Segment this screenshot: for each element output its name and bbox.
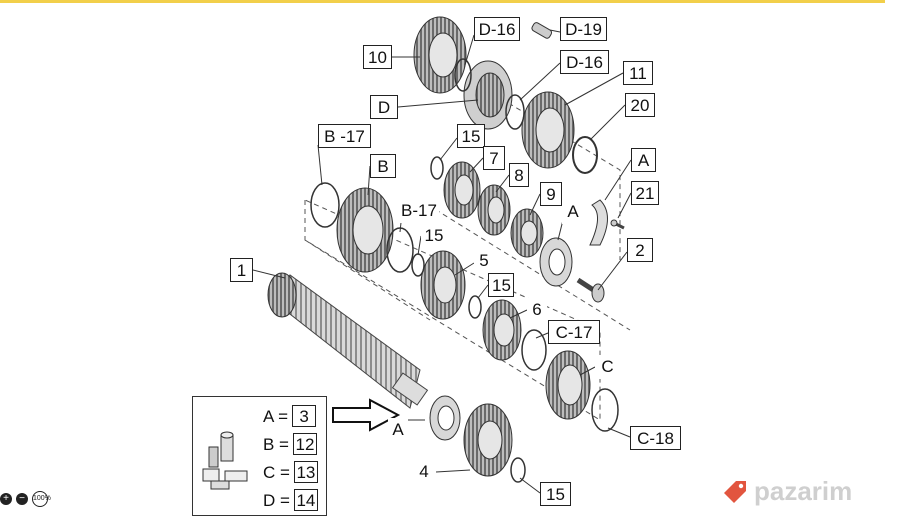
snap-ring-15-a [430, 156, 444, 180]
callout-7: 7 [483, 146, 505, 170]
callout-15-a: 15 [457, 124, 485, 148]
callout-d16-b: D-16 [560, 50, 609, 74]
pazarim-watermark: pazarim [722, 476, 852, 507]
snap-ring-d16-a [454, 58, 472, 92]
callout-8: 8 [509, 163, 529, 187]
gear-8 [477, 184, 511, 236]
zoom-reset-button[interactable]: 100% [32, 491, 51, 507]
synchro-d [463, 60, 513, 130]
legend-box: A =3 B =12 C =13 D =14 [192, 396, 327, 516]
ring-c17 [521, 329, 547, 371]
bolt-2 [576, 277, 605, 303]
callout-20: 20 [625, 93, 655, 117]
main-shaft [267, 272, 429, 409]
callout-4: 4 [412, 460, 436, 484]
callout-15-b: 15 [421, 224, 447, 248]
top-rule [0, 0, 885, 3]
snap-ring-d16-b [505, 94, 525, 130]
callout-15-c: 15 [488, 273, 514, 297]
bearing-a-mid [539, 237, 573, 287]
gear-4 [463, 403, 513, 477]
gear-6 [482, 299, 522, 361]
ring-c18 [591, 388, 619, 432]
snap-ring-15-c [468, 295, 482, 319]
legend-row-d: D =14 [263, 489, 318, 511]
bearing-a-low [429, 395, 461, 441]
callout-a-1: A [631, 148, 656, 172]
callout-21: 21 [631, 181, 659, 205]
legend-row-b: B =12 [263, 433, 317, 455]
watermark-text: pazarim [754, 476, 853, 506]
snap-ring-15-b [411, 253, 425, 277]
callout-15-d: 15 [540, 482, 571, 506]
synchro-b [336, 187, 394, 273]
pointer-arrow [332, 398, 401, 432]
callout-11: 11 [623, 61, 653, 85]
snap-ring-15-d [510, 457, 526, 483]
zoom-out-icon[interactable]: − [16, 493, 28, 505]
callout-c17: C-17 [548, 320, 600, 344]
legend-row-a: A =3 [263, 405, 317, 427]
callout-c18: C-18 [630, 426, 681, 450]
callout-10: 10 [363, 45, 392, 69]
retainer-clip-a [589, 199, 608, 246]
callout-a-2: A [562, 200, 584, 224]
legend-row-c: C =13 [263, 461, 318, 483]
callout-a-3: A [388, 418, 408, 442]
gear-5 [420, 250, 466, 320]
gear-7 [443, 161, 481, 219]
ring-b17-b [386, 227, 414, 273]
price-tag-icon [724, 480, 746, 503]
kit-parts-illustration [202, 431, 248, 490]
callout-5: 5 [474, 249, 494, 273]
callout-d19: D-19 [560, 17, 607, 41]
callout-b17-b: B-17 [398, 199, 439, 223]
ring-b17-a [310, 182, 340, 228]
assembly-frame [304, 79, 631, 421]
gear-11 [521, 91, 575, 169]
zoom-in-icon[interactable]: + [0, 493, 12, 505]
callout-b17-a: B -17 [318, 124, 371, 148]
callout-2: 2 [627, 238, 653, 262]
callout-1: 1 [230, 258, 253, 282]
callout-d16-a: D-16 [474, 17, 520, 41]
callout-b: B [370, 154, 396, 178]
callout-d: D [370, 95, 398, 119]
leader-lines [252, 29, 632, 494]
gear-10 [413, 16, 467, 94]
gear-9 [510, 208, 544, 258]
callout-c: C [595, 355, 620, 379]
zoom-controls: + − 100% [0, 491, 51, 507]
callout-9: 9 [540, 182, 562, 206]
synchro-c [545, 350, 591, 420]
screw-21 [610, 219, 625, 230]
key-d19 [531, 22, 553, 39]
ring-20 [572, 136, 598, 174]
callout-6: 6 [527, 298, 547, 322]
